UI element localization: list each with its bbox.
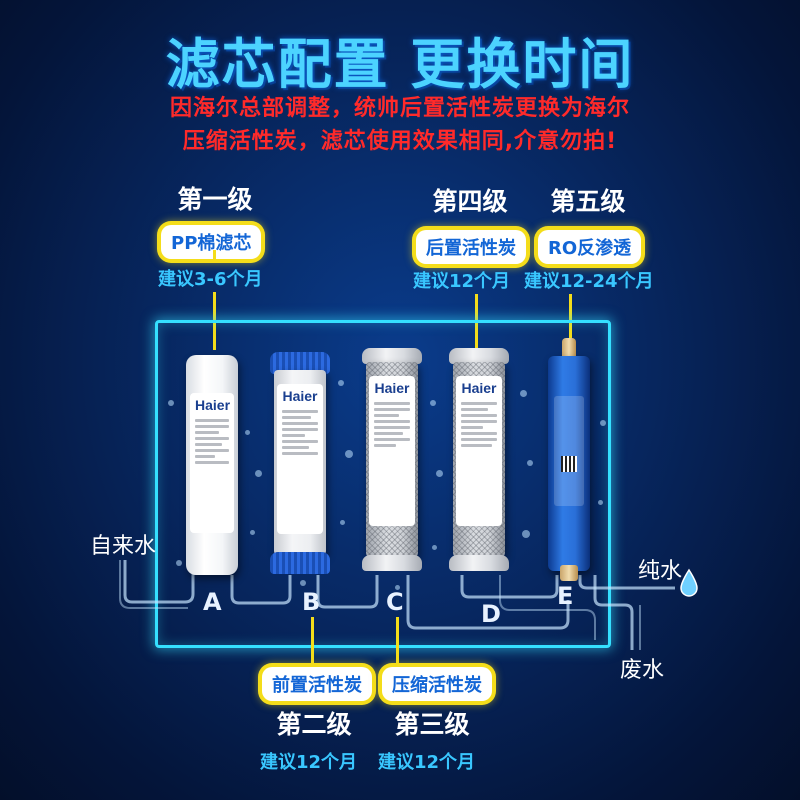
stage-1-connector [213, 250, 216, 260]
pure-water-label: 纯水 [638, 559, 683, 584]
stage-5-advice: 建议12-24个月 [524, 271, 654, 292]
letter-a: A [203, 588, 222, 616]
stage-2-filter-badge: 前置活性炭 [262, 667, 372, 701]
waste-water-tube [593, 575, 634, 650]
brand-logo: Haier [374, 380, 410, 396]
ro-label [554, 396, 584, 506]
letter-e: E [557, 582, 574, 610]
letter-b: B [302, 588, 321, 616]
stage-1-title: 第一级 [177, 185, 253, 214]
cartridge-c-cto: Haier [366, 362, 418, 557]
cartridge-b-gac: Haier [274, 370, 326, 555]
cartridge-a-label: Haier [190, 393, 234, 533]
cartridge-e-ro-membrane [548, 356, 590, 571]
brand-logo: Haier [282, 388, 318, 404]
stage-3-pointer [396, 617, 399, 667]
notice-line-2: 压缩活性炭，滤芯使用效果相同,介意勿拍! [182, 129, 618, 154]
letter-c: C [386, 588, 404, 616]
stage-1-filter-badge: PP棉滤芯 [161, 225, 262, 259]
cartridge-c-label: Haier [369, 376, 415, 526]
filter-system-frame [155, 320, 611, 648]
stage-5-filter-badge: RO反渗透 [538, 230, 642, 264]
inlet-tube [123, 560, 195, 604]
ro-nipple-bottom [560, 565, 578, 581]
stage-2-advice: 建议12个月 [260, 752, 358, 773]
cartridge-d-label: Haier [456, 376, 502, 526]
tube-a-b [230, 575, 292, 605]
cartridge-d-cap-top [449, 348, 509, 364]
letter-d: D [481, 600, 501, 628]
tube-b-c [316, 575, 379, 609]
cartridge-b-cap-top [270, 352, 330, 374]
water-drop-icon [680, 568, 698, 597]
tube-d-e [460, 575, 559, 599]
stage-5-title: 第五级 [550, 187, 626, 216]
ro-nipple-top [562, 338, 576, 360]
stage-2-title: 第二级 [276, 710, 352, 739]
notice-line-1: 因海尔总部调整，统帅后置活性炭更换为海尔 [169, 96, 630, 121]
page-title: 滤芯配置 更换时间 [165, 33, 635, 96]
stage-1-advice: 建议3-6个月 [158, 269, 263, 290]
inlet-label: 自来水 [90, 534, 157, 559]
qr-code-icon [561, 456, 577, 472]
stage-3-advice: 建议12个月 [378, 752, 476, 773]
brand-logo: Haier [461, 380, 497, 396]
cartridge-d-cap-bottom [449, 555, 509, 571]
tube-c-d [406, 575, 570, 630]
brand-logo: Haier [195, 397, 231, 413]
cartridge-a-pp: Haier [186, 355, 238, 575]
stage-5-pointer [569, 294, 572, 344]
cartridge-d-post-carbon: Haier [453, 362, 505, 557]
waste-water-label: 废水 [620, 658, 665, 683]
stage-3-filter-badge: 压缩活性炭 [382, 667, 492, 701]
cartridge-c-cap-top [362, 348, 422, 364]
stage-3-title: 第三级 [394, 710, 470, 739]
cartridge-b-label: Haier [277, 384, 323, 534]
cartridge-b-cap-bottom [270, 552, 330, 574]
stage-2-pointer [311, 617, 314, 667]
cartridge-c-cap-bottom [362, 555, 422, 571]
stage-4-advice: 建议12个月 [413, 271, 511, 292]
stage-4-title: 第四级 [432, 187, 508, 216]
stage-4-filter-badge: 后置活性炭 [416, 230, 526, 264]
pure-water-tube [578, 575, 675, 590]
